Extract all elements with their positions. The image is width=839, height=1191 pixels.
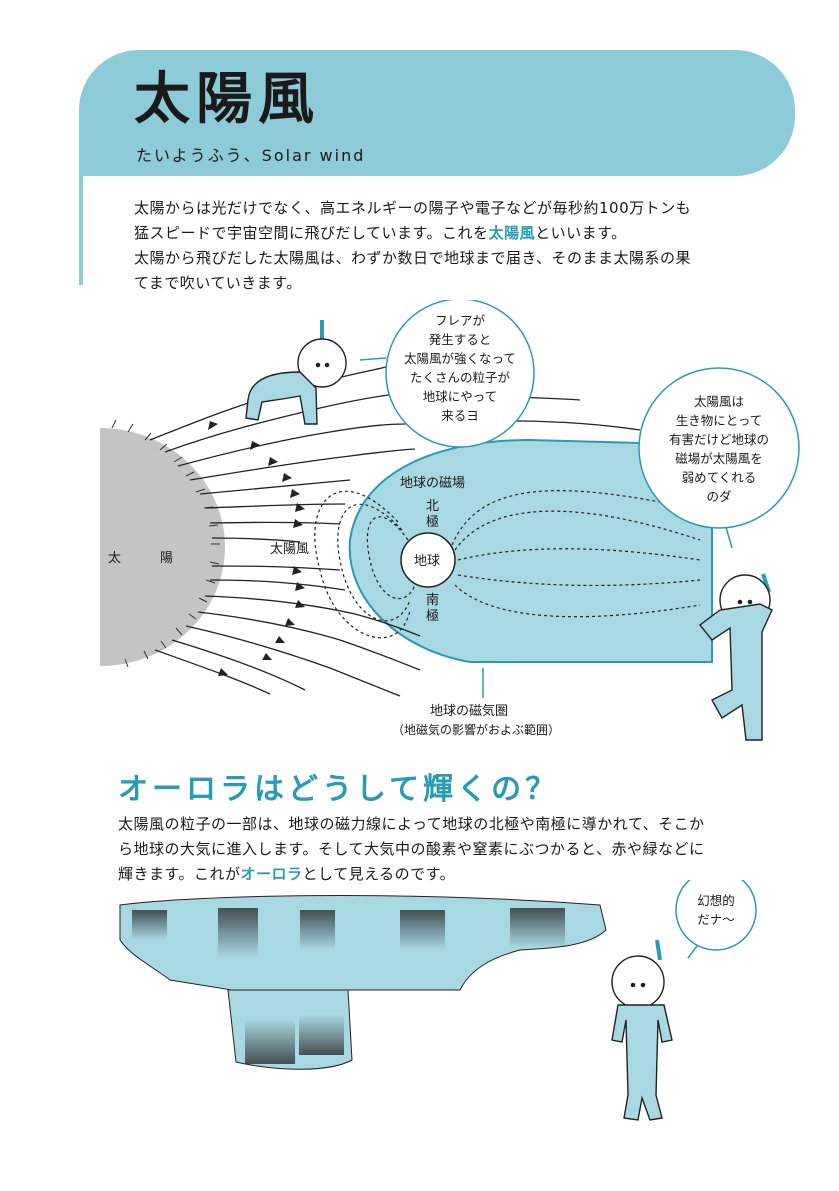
bubble-aurora-line: だナ～ xyxy=(697,912,735,927)
wind-arrowheads xyxy=(208,421,305,676)
speech-bubble-aurora xyxy=(675,880,757,951)
intro-line-4: てまで吹いていきます。 xyxy=(134,274,302,292)
intro-line-2b: といいます。 xyxy=(535,224,627,242)
bubble-flare-line: 発生すると xyxy=(429,332,492,347)
aurora-illustration: 幻想的 だナ～ xyxy=(119,880,757,1121)
bubble-aurora-line: 幻想的 xyxy=(697,893,735,908)
intro-line-1: 太陽からは光だけでなく、高エネルギーの陽子や電子などが毎秒約100万トンも xyxy=(134,199,692,217)
sun-label-1: 太 xyxy=(108,551,121,566)
bubble-protect-line: 磁場が太陽風を xyxy=(675,451,763,466)
aurora-streaks xyxy=(132,908,565,1064)
bubble-flare-line: たくさんの粒子が xyxy=(410,370,511,385)
left-accent-rule xyxy=(79,170,83,285)
speech-bubble-protect xyxy=(638,367,800,529)
aurora-line-3a: 輝きます。これが xyxy=(118,865,241,883)
header-band xyxy=(79,50,795,176)
sun-label-2: 陽 xyxy=(160,551,173,566)
aurora-highlight: オーロラ xyxy=(240,865,303,883)
astronaut-crawling-illustration xyxy=(245,320,347,425)
aurora-line-1: 太陽風の粒子の一部は、地球の磁力線によって地球の北極や南極に導かれて、そこか xyxy=(118,815,705,833)
earth-label: 地球 xyxy=(414,554,440,569)
bubble-protect-line: 有害だけど地球の xyxy=(669,432,769,447)
magnetic-field-label: 地球の磁場 xyxy=(400,476,465,491)
bubble-aurora-tail xyxy=(687,945,698,959)
north-pole-label-2: 極 xyxy=(426,514,439,530)
aurora-paragraph: 太陽風の粒子の一部は、地球の磁力線によって地球の北極や南極に導かれて、そこか ら… xyxy=(118,812,748,887)
bubble-flare-line: 太陽風が強くなって xyxy=(404,351,516,366)
north-pole-label-1: 北 xyxy=(426,499,439,514)
bubble-flare-line: 地球にやって xyxy=(423,389,497,404)
bubble-flare-tail xyxy=(359,357,387,361)
bubble-protect-line: 弱めてくれる xyxy=(682,470,757,485)
solar-wind-label: 太陽風 xyxy=(270,542,309,557)
solar-wind-diagram: 太 陽 太陽風 xyxy=(100,300,800,741)
title-reading: たいようふう、Solar wind xyxy=(136,146,366,165)
page-title: 太陽風 xyxy=(134,67,320,132)
aurora-heading: オーロラはどうして輝くの？ xyxy=(118,772,560,807)
bubble-flare-line: 来るヨ xyxy=(441,408,479,423)
intro-line-3: 太陽から飛びだした太陽風は、わずか数日で地球まで届き、そのまま太陽系の果 xyxy=(134,249,691,267)
intro-paragraph: 太陽からは光だけでなく、高エネルギーの陽子や電子などが毎秒約100万トンも 猛ス… xyxy=(134,196,744,296)
bubble-flare-line: フレアが xyxy=(435,313,486,328)
astronaut-standing-illustration xyxy=(611,939,673,1121)
sun-shape xyxy=(100,428,225,666)
magnetosphere-label: 地球の磁気圏 xyxy=(430,703,508,719)
magnetosphere-note: （地磁気の影響がおよぶ範囲） xyxy=(392,722,560,737)
magnetic-field-lines xyxy=(314,490,701,639)
intro-line-2a: 猛スピードで宇宙空間に飛びだしています。これを xyxy=(134,224,489,242)
earth-circle xyxy=(400,532,456,588)
intro-highlight-solar-wind: 太陽風 xyxy=(488,224,536,242)
bubble-protect-line: のダ xyxy=(706,489,731,504)
bubble-protect-line: 生き物にとって xyxy=(676,413,763,428)
speech-bubble-flare xyxy=(385,300,535,448)
aurora-line-2: ら地球の大気に進入します。そして大気中の酸素や窒素にぶつかると、赤や緑などに xyxy=(118,840,705,858)
bubble-protect-line: 太陽風は xyxy=(694,394,744,409)
south-pole-label-1: 南 xyxy=(426,592,439,608)
aurora-line-3b: として見えるのです。 xyxy=(302,865,456,883)
astronaut-lying-illustration xyxy=(699,573,773,741)
sun-rim-hatching xyxy=(111,419,220,668)
south-pole-label-2: 極 xyxy=(426,608,439,624)
bubble-protect-tail xyxy=(725,526,733,549)
